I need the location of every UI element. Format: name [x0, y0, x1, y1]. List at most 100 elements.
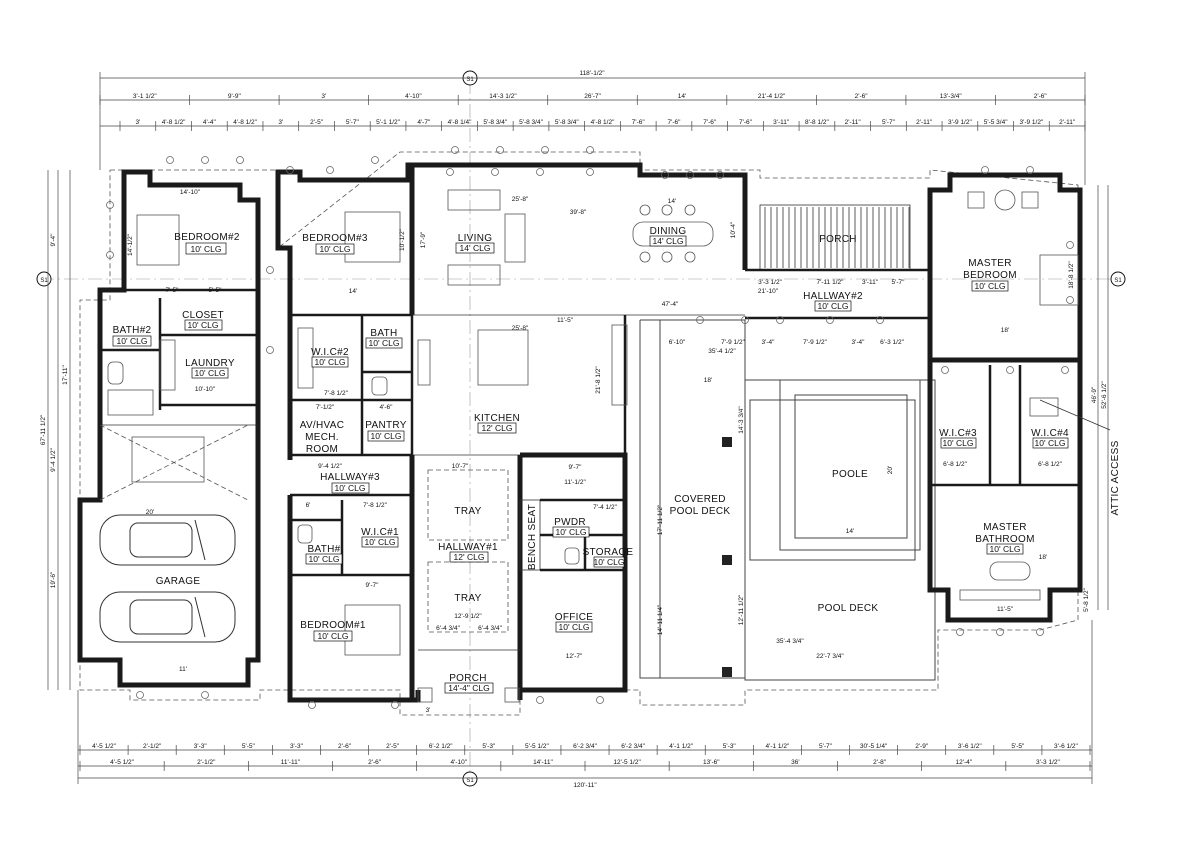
living-dining-width-dim: 39'-8" — [570, 209, 587, 216]
bedroom1-ceiling: 10' CLG — [318, 631, 349, 641]
section-marker-bottom: S1 — [462, 771, 478, 787]
pwdr-width-dim-2: 11'-1/2" — [564, 479, 586, 486]
hall2-dim-a: 3'-3 1/2" — [758, 279, 782, 286]
hall-dim-d: 7'-9 1/2" — [803, 339, 827, 346]
dimension-label: 6'-2 3/4" — [621, 743, 645, 750]
dimension-label: 7'-6" — [739, 119, 753, 126]
wic3-ceiling: 10' CLG — [943, 438, 974, 448]
dimension-label: 2'-11" — [845, 119, 862, 126]
dimension-label: 14'-11" — [533, 759, 553, 766]
dimension-label: 2'-5" — [386, 743, 400, 750]
wall-marker — [266, 266, 274, 274]
storage-width-dim: 7'-4 1/2" — [593, 504, 617, 511]
dimension-label: 5'-8 3/4" — [519, 119, 543, 126]
bedroom3-width-dim: 14' — [349, 288, 357, 295]
living-label: LIVING — [458, 233, 493, 244]
bedroom1-width-dim: 9'-7" — [366, 582, 380, 589]
master-bedroom-walls — [927, 172, 1083, 363]
dimension-label: 3'-9 1/2" — [948, 119, 972, 126]
dimension-label: 5'-7" — [819, 743, 833, 750]
hallway3-width-dim: 9'-4 1/2" — [318, 463, 342, 470]
dimension-label: 3' — [278, 119, 283, 126]
porch-slats — [764, 207, 910, 268]
attic-access-label: ATTIC ACCESS — [1110, 440, 1121, 515]
storage-ceiling: 10' CLG — [594, 557, 625, 567]
bedroom2-ceiling: 10' CLG — [191, 244, 222, 254]
dimension-label: 3'-6 1/2" — [958, 743, 982, 750]
front-porch — [409, 649, 520, 703]
closet-label: CLOSET — [182, 310, 224, 321]
dimension-label: 14' — [678, 93, 686, 100]
living-width-dim: 25'-8" — [512, 196, 529, 203]
dimension-label: 2'-1/2" — [143, 743, 162, 750]
wic3-label: W.I.C#3 — [939, 428, 977, 439]
dimension-label: 21'-4 1/2" — [758, 93, 786, 100]
tray-upper-label: TRAY — [454, 506, 481, 517]
wall-marker — [686, 171, 694, 179]
dimension-label: 2'-9" — [915, 743, 929, 750]
wic4-label: W.I.C#4 — [1031, 428, 1069, 439]
wall-marker — [166, 156, 174, 164]
right-dimension-lines — [1097, 185, 1109, 610]
dimension-label: 2'-8" — [873, 759, 887, 766]
deck-total-dim: 35'-4 3/4" — [776, 638, 804, 645]
closet-width-dim-2: 5'-5" — [209, 287, 223, 294]
dimension-label: 5'-1 1/2" — [376, 119, 400, 126]
hallway2-walls — [745, 268, 930, 320]
hall-dim-b: 7'-9 1/2" — [721, 339, 745, 346]
dimension-label: 12'-5 1/2" — [613, 759, 641, 766]
hall2-dim-b: 7'-11 1/2" — [817, 279, 845, 286]
dimension-label: 2'-6" — [368, 759, 382, 766]
hall-dim-c: 3'-4" — [762, 339, 776, 346]
dimension-label: 4'-1 1/2" — [669, 743, 693, 750]
dimension-label: 3'-1 1/2" — [133, 93, 157, 100]
covered-pool-deck-label-1: COVERED — [674, 494, 726, 505]
bottom-dims-row2: 4'-5 1/2"2'-1/2"11'-11"2'-6"4'-10"14'-11… — [79, 759, 1091, 771]
bath-upper-ceiling: 10' CLG — [369, 338, 400, 348]
section-marker-right: S1 — [1110, 271, 1126, 287]
wic1-ceiling: 10' CLG — [365, 537, 396, 547]
covered-width-dim: 18' — [704, 377, 712, 384]
dimension-label: 5'-5" — [242, 743, 256, 750]
pantry-ceiling: 10' CLG — [371, 431, 402, 441]
dimension-label: 11'-11" — [281, 759, 301, 766]
tray-lower-label: TRAY — [454, 593, 481, 604]
mech-width-dim: 7'-1/2" — [316, 404, 335, 411]
wall-marker — [586, 146, 594, 154]
bottom-width-dim-2: 6'-4 3/4" — [478, 625, 502, 632]
dimension-label: 6'-2 3/4" — [573, 743, 597, 750]
wall-marker — [1066, 296, 1074, 304]
wall-marker — [491, 168, 499, 176]
left-mid-dim-2: 9'-4 1/2" — [50, 447, 57, 471]
right-total-dim: 46'-9" — [1091, 386, 1098, 403]
wall-marker — [956, 628, 964, 636]
hall-dim-f: 6'-3 1/2" — [880, 339, 904, 346]
dimension-label: 5'-5 1/2" — [525, 743, 549, 750]
porch-front-ceiling: 14'-4" CLG — [448, 683, 490, 693]
dimension-label: 7'-6" — [703, 119, 717, 126]
dimension-label: 2'-6" — [855, 93, 869, 100]
top-dims-row2: 3'-1 1/2"9'-9"3'4'-10"14'-3 1/2"26'-7"14… — [99, 93, 1086, 105]
wall-marker — [996, 628, 1004, 636]
hallway3-label: HALLWAY#3 — [320, 472, 380, 483]
master-bathroom-ceiling: 10' CLG — [990, 544, 1021, 554]
av-mech-label-2: MECH. — [305, 432, 339, 443]
dimension-label: 9'-9" — [228, 93, 242, 100]
master-bed-width-dim: 18' — [1001, 327, 1009, 334]
left-outer-dim: 67'-11 1/2" — [40, 414, 47, 445]
dimension-label: 4'-1 1/2" — [765, 743, 789, 750]
deck-height-dim-4: 14'-11 1/4" — [657, 604, 664, 635]
wic4-width-dim: 6'-8 1/2" — [1038, 461, 1062, 468]
living-height-dim: 17'-9" — [420, 231, 427, 248]
porch-width-dim: 21'-10" — [758, 288, 779, 295]
hall2-dim-d: 5'-7" — [892, 279, 906, 286]
wic3-width-dim: 6'-8 1/2" — [943, 461, 967, 468]
porch-front-label: PORCH — [449, 673, 487, 684]
dimension-label: 2'-1/2" — [197, 759, 216, 766]
wall-marker — [106, 201, 114, 209]
left-mid-dim-1: 9'-4" — [50, 233, 57, 247]
dimension-label: 3' — [321, 93, 326, 100]
wall-marker — [201, 156, 209, 164]
wic2-label: W.I.C#2 — [311, 347, 349, 358]
wall-marker — [586, 168, 594, 176]
